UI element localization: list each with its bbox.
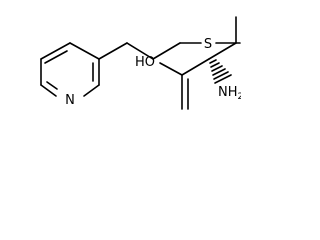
ring-bond-4: [83, 84, 100, 97]
structure-diagram: N S HO NH2: [40, 16, 241, 110]
amine-label: NH2: [218, 85, 241, 102]
hash-line: [213, 71, 229, 80]
hash-line: [212, 68, 226, 76]
ring-bond-3: [40, 84, 57, 97]
chain-bond-2: [126, 42, 154, 60]
hash-line: [214, 74, 232, 84]
amine-label-subscript: 2: [238, 92, 242, 102]
quaternary-to-alpha-bond: [208, 42, 237, 60]
hash-line: [211, 65, 223, 72]
hydroxyl-label: HO: [135, 55, 155, 70]
ring-bond-3-inner: [46, 81, 58, 90]
ring-bond-1: [40, 42, 71, 60]
nitrogen-label: N: [65, 93, 75, 108]
chain-bond-3: [152, 42, 181, 60]
chain-bond-1: [98, 42, 128, 60]
alpha-to-carboxyl-bond: [181, 58, 210, 76]
hash-line: [209, 59, 217, 64]
stereo-hash-wedge: [209, 59, 232, 84]
amine-label-main: NH: [218, 85, 238, 100]
carboxyl-oh-bond: [159, 62, 183, 76]
ring-bond-6: [69, 42, 100, 60]
sulfur-label: S: [204, 37, 212, 52]
ring-bond-1-inner: [44, 50, 68, 64]
hash-line: [210, 62, 220, 68]
